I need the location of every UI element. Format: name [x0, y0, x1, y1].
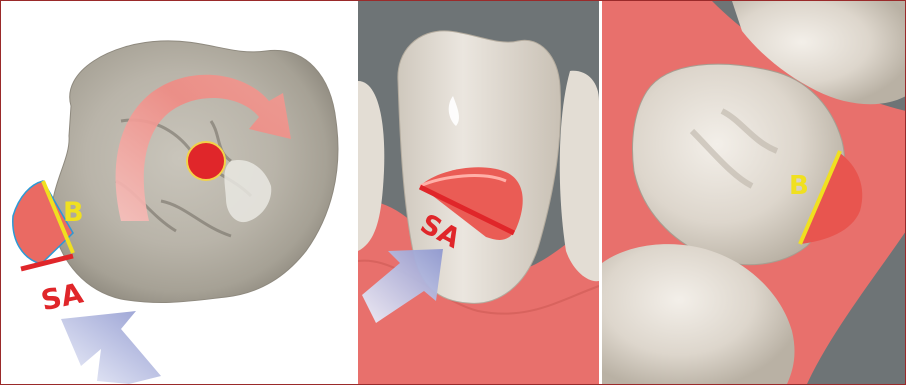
panel-arch-view: B: [602, 1, 906, 384]
label-sa-occlusal: SA: [38, 276, 86, 317]
proximal-illustration: SA: [358, 1, 599, 384]
block-arrow-icon: [61, 311, 161, 384]
label-b-occlusal: B: [63, 197, 84, 228]
panel-occlusal-view: B SA: [1, 1, 357, 384]
occlusal-illustration: B SA: [1, 1, 357, 384]
label-b-arch: B: [789, 171, 809, 201]
red-circle-icon: [187, 142, 225, 180]
panel-proximal-view: SA: [358, 1, 599, 384]
arch-illustration: B: [602, 1, 906, 384]
